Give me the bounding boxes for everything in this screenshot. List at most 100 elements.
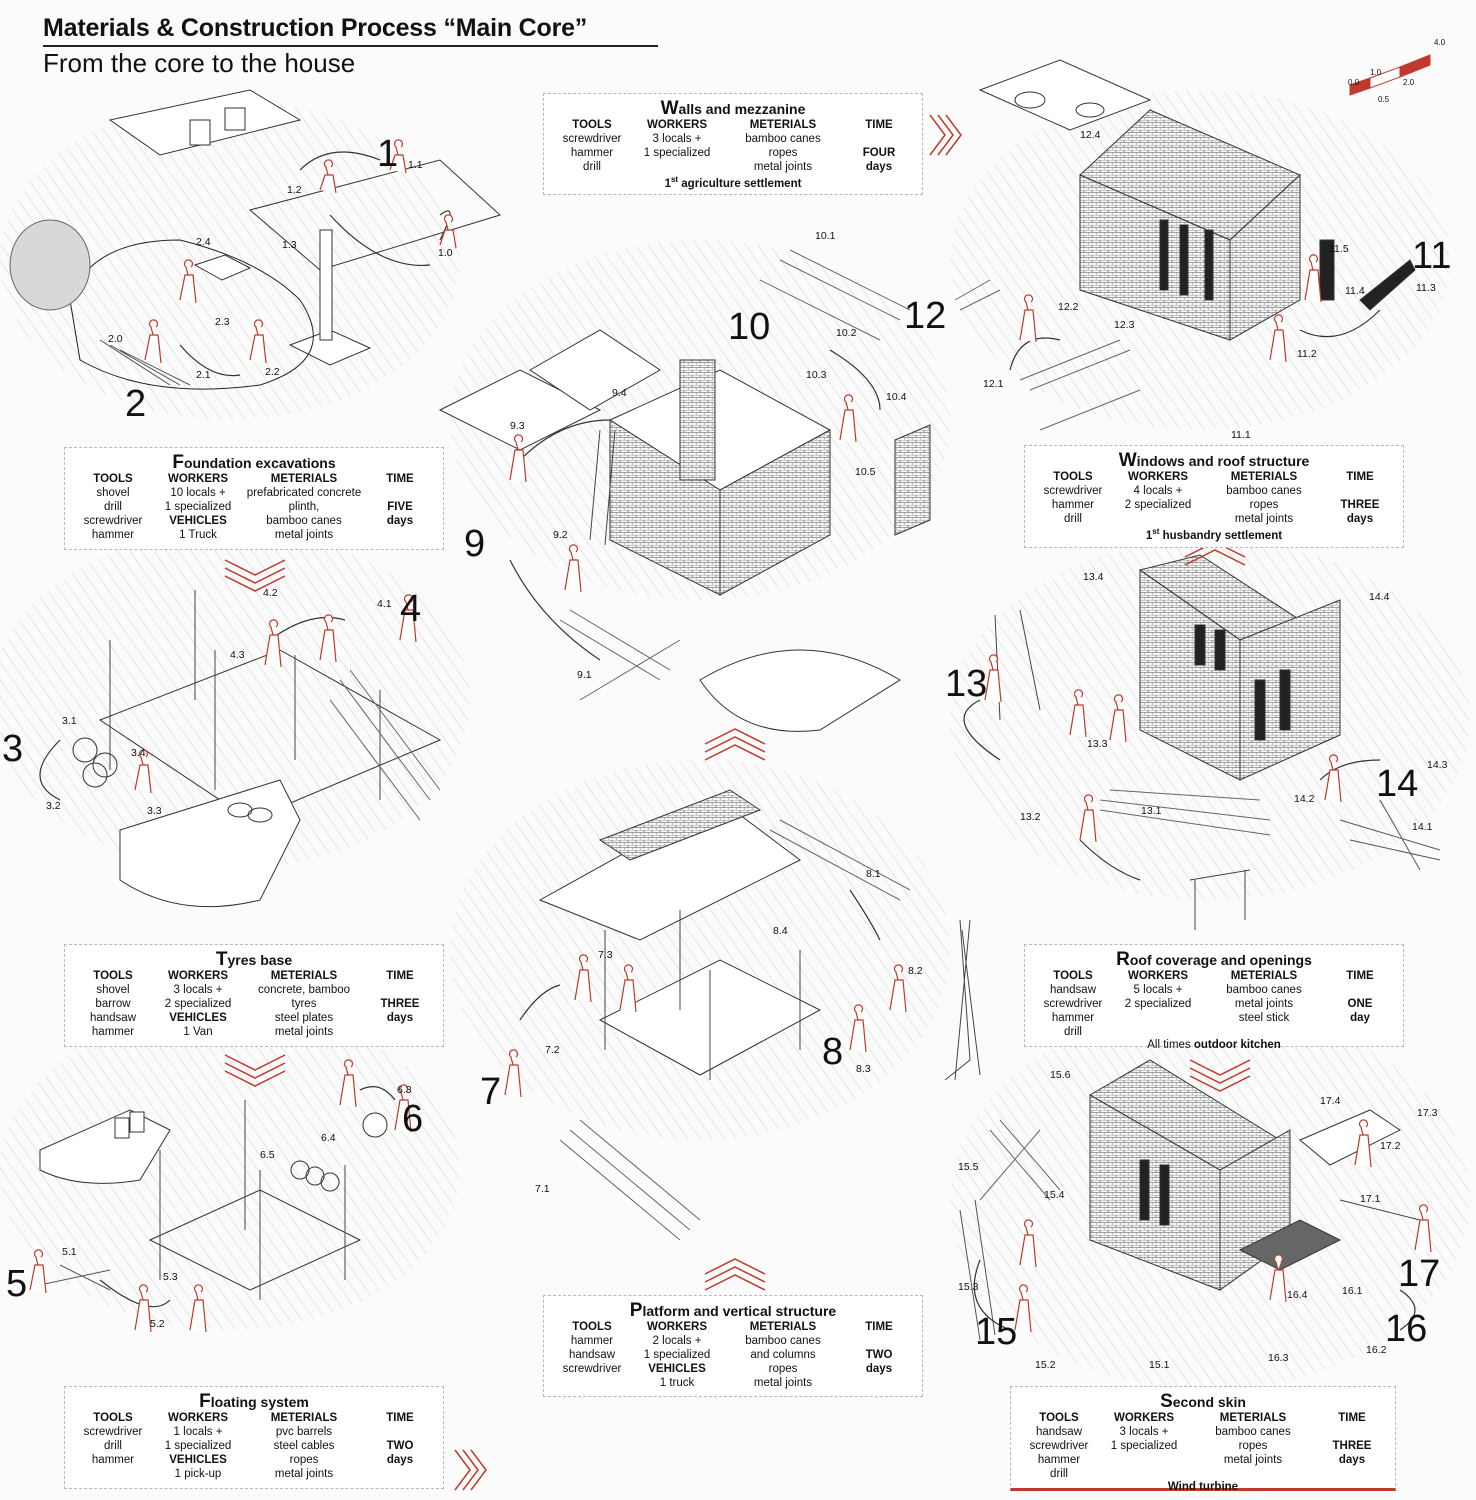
time-item: FOUR bbox=[862, 147, 896, 159]
material-item: bamboo canes bbox=[745, 1335, 821, 1347]
step-heading: Tyres base bbox=[65, 950, 443, 969]
step-number: 6 bbox=[402, 1098, 424, 1140]
material-item: bamboo canes bbox=[1226, 485, 1302, 497]
walls-sketch bbox=[438, 249, 931, 732]
sub-step-label: 1.0 bbox=[438, 247, 453, 259]
sub-step-label: 6.5 bbox=[260, 1149, 275, 1161]
step-number: 2 bbox=[125, 383, 147, 425]
step-heading: Floating system bbox=[65, 1392, 443, 1411]
time-item: ONE bbox=[1347, 998, 1373, 1010]
note-prefix: 1 bbox=[1145, 529, 1153, 542]
workers-header: WORKERS bbox=[646, 1321, 708, 1333]
sub-step-label: 10.3 bbox=[806, 369, 827, 381]
sub-step-label: 3.4 bbox=[131, 747, 146, 759]
step-number: 11 bbox=[1412, 235, 1452, 277]
sub-step-label: 4.1 bbox=[377, 598, 392, 610]
sub-step-label: 16.1 bbox=[1342, 1285, 1363, 1297]
material-item: steel stick bbox=[1238, 1012, 1290, 1024]
heading-rest: oundation excavations bbox=[183, 455, 336, 471]
material-item: ropes bbox=[289, 1454, 319, 1466]
heading-rest: oof coverage and openings bbox=[1129, 952, 1312, 968]
time-item: TWO bbox=[386, 1440, 414, 1452]
time-item: THREE bbox=[380, 998, 420, 1010]
heading-initial: F bbox=[172, 452, 184, 473]
sub-step-label: 10.5 bbox=[855, 466, 876, 478]
worker-item: 2 specialized bbox=[1124, 499, 1192, 511]
heading-initial: T bbox=[215, 949, 228, 970]
step-number: 7 bbox=[480, 1071, 502, 1113]
heading-rest: latform and vertical structure bbox=[642, 1303, 837, 1319]
tool-item: handsaw bbox=[89, 1012, 137, 1024]
worker-item: 1 specialized bbox=[1110, 1440, 1178, 1452]
sub-step-label: 8.1 bbox=[866, 868, 881, 880]
time-item: days bbox=[1346, 513, 1374, 525]
sub-step-label: 13.2 bbox=[1020, 811, 1041, 823]
material-item: metal joints bbox=[274, 1468, 334, 1480]
scale-bar bbox=[1349, 54, 1431, 96]
tool-item: drill bbox=[1064, 1026, 1082, 1038]
sub-step-label: 7.2 bbox=[545, 1044, 560, 1056]
materials-header: METERIALS bbox=[270, 1412, 338, 1424]
step-number: 4 bbox=[400, 588, 422, 630]
tools-header: TOOLS bbox=[93, 1412, 133, 1424]
materials-header: METERIALS bbox=[270, 473, 338, 485]
workers-header: WORKERS bbox=[646, 119, 708, 131]
material-item: pvc barrels bbox=[275, 1426, 333, 1438]
step-heading: Second skin bbox=[1011, 1392, 1395, 1411]
step-heading: Roof coverage and openings bbox=[1025, 950, 1403, 969]
step-heading: Windows and roof structure bbox=[1025, 451, 1403, 470]
sub-step-label: 8.2 bbox=[908, 965, 923, 977]
tool-item: handsaw bbox=[1049, 984, 1097, 996]
tool-item: hammer bbox=[91, 1454, 135, 1466]
sub-step-label: 9.3 bbox=[510, 420, 525, 432]
tool-item: drill bbox=[104, 501, 122, 513]
heading-initial: S bbox=[1160, 1391, 1173, 1412]
time-item: days bbox=[865, 1363, 893, 1375]
material-item: steel plates bbox=[274, 1012, 334, 1024]
tools-header: TOOLS bbox=[93, 473, 133, 485]
material-item: concrete, bamboo bbox=[257, 984, 351, 996]
time-item: TWO bbox=[865, 1349, 893, 1361]
workers-header: WORKERS bbox=[167, 473, 229, 485]
worker-item: 2 specialized bbox=[164, 998, 232, 1010]
tool-item: handsaw bbox=[1035, 1426, 1083, 1438]
process-arrows bbox=[39, 151, 1416, 1331]
step-number: 9 bbox=[464, 523, 486, 565]
sub-step-label: 9.1 bbox=[577, 669, 592, 681]
tool-item: drill bbox=[104, 1440, 122, 1452]
sub-step-label: 15.5 bbox=[958, 1161, 979, 1173]
worker-item: 10 locals + bbox=[170, 487, 226, 499]
sub-step-label: 15.4 bbox=[1044, 1189, 1065, 1201]
sub-step-label: 11.4 bbox=[1345, 285, 1365, 297]
scale-label: 1.0 bbox=[1370, 68, 1382, 77]
step-number: 13 bbox=[945, 663, 988, 705]
scale-label: 0.0 bbox=[1348, 78, 1360, 87]
material-item: bamboo canes bbox=[745, 133, 821, 145]
material-item: metal joints bbox=[753, 1377, 813, 1389]
step-heading: Foundation excavations bbox=[65, 453, 443, 472]
tyres-base-sketch bbox=[72, 590, 442, 908]
worker-item: 1 specialized bbox=[643, 147, 711, 159]
time-item: days bbox=[386, 515, 414, 527]
sub-step-label: 10.4 bbox=[886, 391, 907, 403]
time-item: days bbox=[865, 161, 893, 173]
step-number: 1 bbox=[377, 133, 399, 175]
time-header: TIME bbox=[386, 970, 414, 982]
material-item: metal joints bbox=[1234, 998, 1294, 1010]
sub-step-label: 6.4 bbox=[321, 1132, 336, 1144]
tool-item: drill bbox=[1064, 513, 1082, 525]
second-skin-sketch bbox=[944, 919, 1421, 1341]
vehicles-header: VEHICLES bbox=[169, 1012, 227, 1024]
vehicles-header: VEHICLES bbox=[169, 515, 227, 527]
tool-item: screwdriver bbox=[1043, 485, 1103, 497]
sub-step-label: 1.2 bbox=[287, 184, 302, 196]
tools-header: TOOLS bbox=[572, 119, 612, 131]
note-text: husbandry settlement bbox=[1159, 529, 1283, 542]
sub-step-label: 17.2 bbox=[1380, 1140, 1401, 1152]
sub-step-label: 2.0 bbox=[108, 333, 123, 345]
vehicles-header: VEHICLES bbox=[169, 1454, 227, 1466]
sub-step-label: 15.6 bbox=[1050, 1069, 1071, 1081]
